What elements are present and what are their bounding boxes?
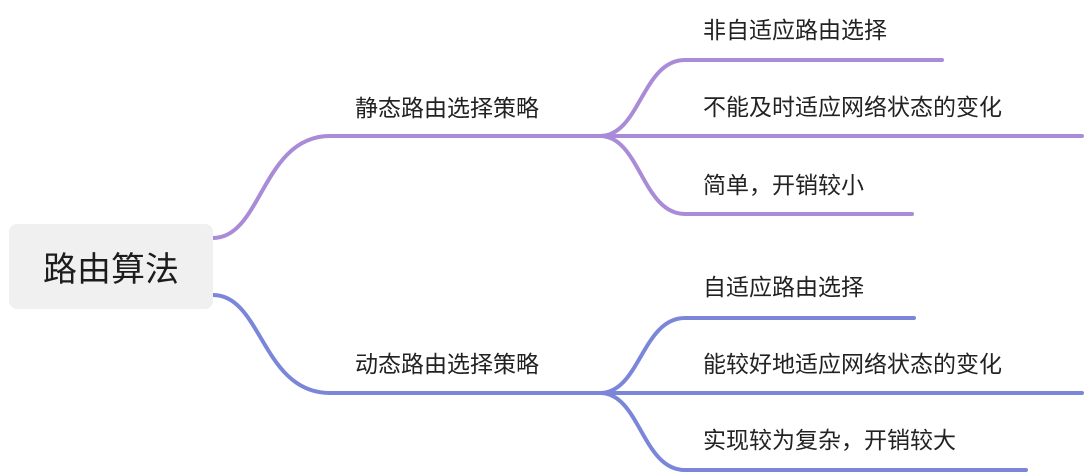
leaf-non-adaptive-routing[interactable]: 非自适应路由选择 — [703, 18, 887, 44]
branch-connector — [211, 293, 602, 395]
leaf-simple-low-cost[interactable]: 简单，开销较小 — [703, 173, 864, 199]
leaf-connector — [598, 134, 914, 216]
root-node[interactable]: 路由算法 — [9, 224, 213, 309]
branch-static-routing[interactable]: 静态路由选择策略 — [355, 96, 539, 122]
leaf-adaptive-routing[interactable]: 自适应路由选择 — [703, 275, 864, 301]
leaf-cannot-adapt[interactable]: 不能及时适应网络状态的变化 — [703, 95, 1002, 121]
connector-lines — [211, 58, 1084, 472]
branch-dynamic-routing[interactable]: 动态路由选择策略 — [355, 352, 539, 378]
leaf-connector — [598, 391, 1028, 472]
branch-connector — [211, 134, 602, 240]
leaf-complex-high-cost[interactable]: 实现较为复杂，开销较大 — [703, 428, 956, 454]
root-label: 路由算法 — [43, 250, 179, 290]
leaf-connector — [598, 316, 916, 395]
leaf-adapts-well[interactable]: 能较好地适应网络状态的变化 — [703, 352, 1002, 378]
leaf-connector — [598, 58, 944, 138]
